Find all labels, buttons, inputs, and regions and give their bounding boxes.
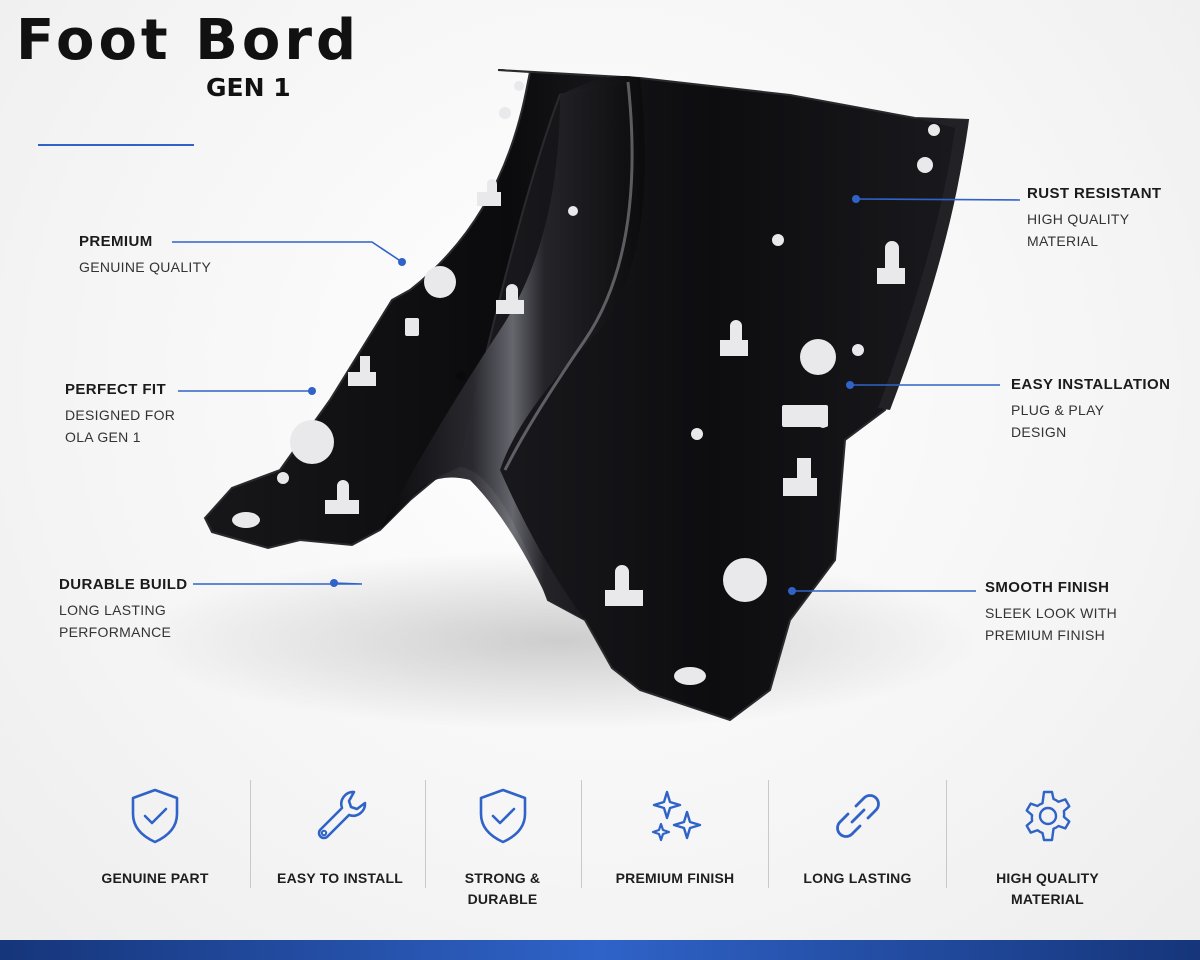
callout-title: EASY INSTALLATION	[1011, 376, 1171, 393]
callout-description: SLEEK LOOK WITH PREMIUM FINISH	[985, 605, 1118, 643]
divider	[768, 780, 769, 888]
callout-description: DESIGNED FOR OLA GEN 1	[65, 407, 176, 445]
divider	[425, 780, 426, 888]
bottom-accent-bar	[0, 940, 1200, 960]
callout-premium: PREMIUM GENUINE QUALITY	[79, 232, 211, 278]
feature-genuine-part: GENUINE PART	[70, 780, 240, 910]
page-subtitle: GEN 1	[206, 73, 291, 102]
callout-easy-installation: EASY INSTALLATION PLUG & PLAY DESIGN	[1011, 375, 1170, 443]
feature-label: LONG LASTING	[803, 870, 912, 886]
feature-label: HIGH QUALITY MATERIAL	[996, 870, 1099, 907]
feature-premium-finish: PREMIUM FINISH	[590, 780, 760, 910]
chain-link-icon	[835, 794, 880, 838]
shield-check-icon	[131, 788, 179, 844]
callout-description: LONG LASTING PERFORMANCE	[59, 602, 172, 640]
feature-high-quality-material: HIGH QUALITY MATERIAL	[955, 780, 1140, 910]
callout-rust-resistant: RUST RESISTANT HIGH QUALITY MATERIAL	[1027, 184, 1162, 252]
sparkles-icon	[651, 790, 702, 842]
callout-smooth-finish: SMOOTH FINISH SLEEK LOOK WITH PREMIUM FI…	[985, 578, 1117, 646]
feature-label: STRONG & DURABLE	[464, 870, 541, 907]
divider	[581, 780, 582, 888]
callout-description: HIGH QUALITY MATERIAL	[1027, 211, 1130, 249]
callout-title: SMOOTH FINISH	[985, 579, 1110, 596]
feature-strip: GENUINE PART EASY TO INSTALL STRONG & DU…	[70, 780, 1150, 910]
callout-title: RUST RESISTANT	[1027, 185, 1162, 202]
gear-icon	[1025, 790, 1070, 842]
callout-description: GENUINE QUALITY	[79, 259, 212, 275]
callout-title: PERFECT FIT	[65, 381, 167, 398]
feature-label: GENUINE PART	[101, 870, 209, 886]
shield-check-icon	[479, 788, 526, 844]
feature-label: PREMIUM FINISH	[615, 870, 735, 886]
callout-durable-build: DURABLE BUILD LONG LASTING PERFORMANCE	[59, 575, 188, 643]
wrench-icon	[317, 790, 367, 840]
feature-label: EASY TO INSTALL	[277, 870, 403, 886]
page-title: Foot Bord	[16, 8, 361, 73]
divider	[250, 780, 251, 888]
callout-title: DURABLE BUILD	[59, 576, 188, 593]
feature-easy-to-install: EASY TO INSTALL	[260, 780, 420, 910]
title-underline	[38, 144, 194, 146]
feature-long-lasting: LONG LASTING	[775, 780, 940, 910]
callout-title: PREMIUM	[79, 233, 153, 250]
callout-perfect-fit: PERFECT FIT DESIGNED FOR OLA GEN 1	[65, 380, 175, 448]
divider	[946, 780, 947, 888]
callout-description: PLUG & PLAY DESIGN	[1011, 402, 1105, 440]
feature-strong-durable: STRONG & DURABLE	[430, 780, 575, 910]
